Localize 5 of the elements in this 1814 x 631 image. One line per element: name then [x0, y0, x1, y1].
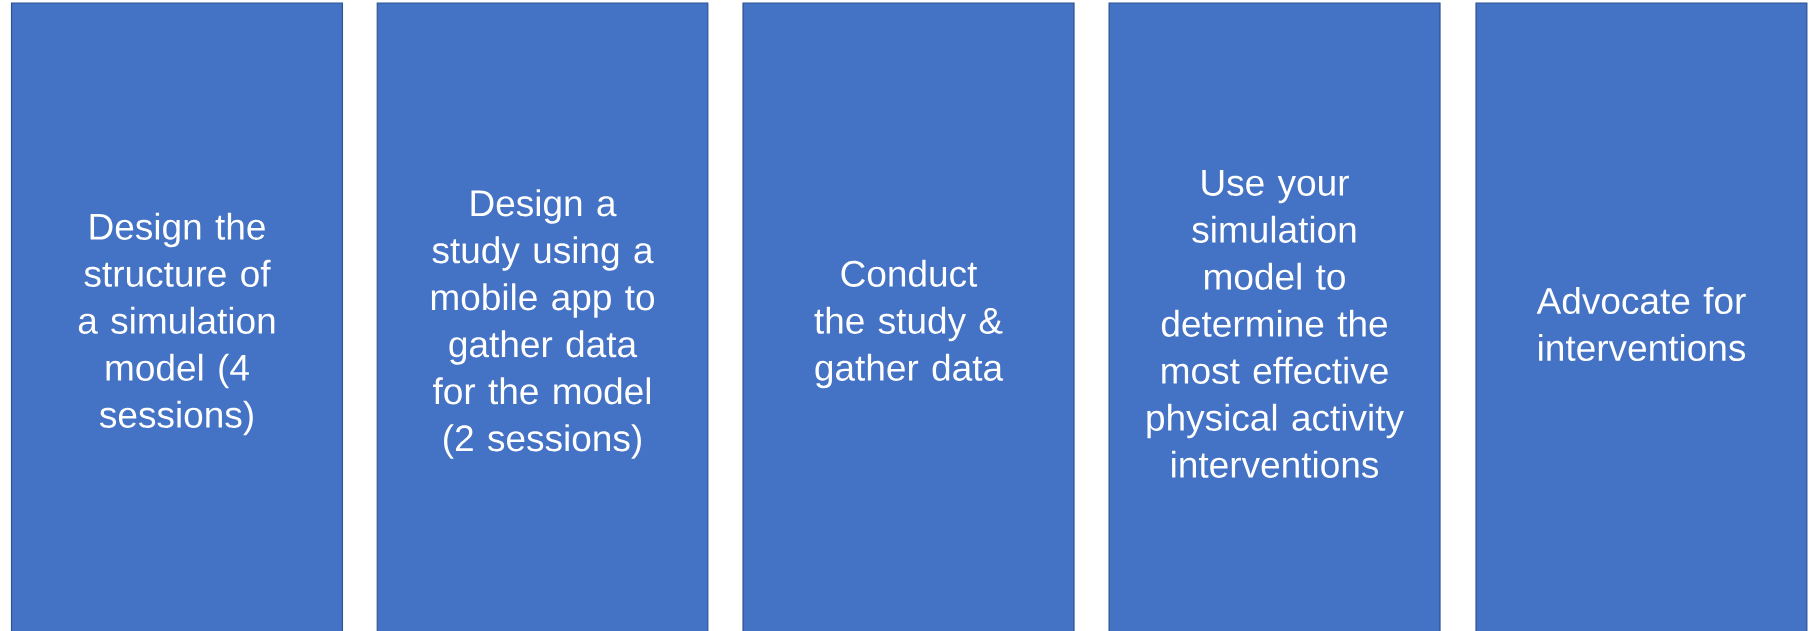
process-box: Design the structure of a simulation model (4 sessions) — [10, 2, 344, 631]
process-box: Advocate for interventions — [1475, 2, 1808, 631]
process-box: Use your simulation model to determine the most effective physical activity interventions — [1108, 2, 1441, 631]
process-box: Design a study using a mobile app to gather data for the model (2 sessions) — [376, 2, 709, 631]
process-box: Conduct the study & gather data — [742, 2, 1075, 631]
